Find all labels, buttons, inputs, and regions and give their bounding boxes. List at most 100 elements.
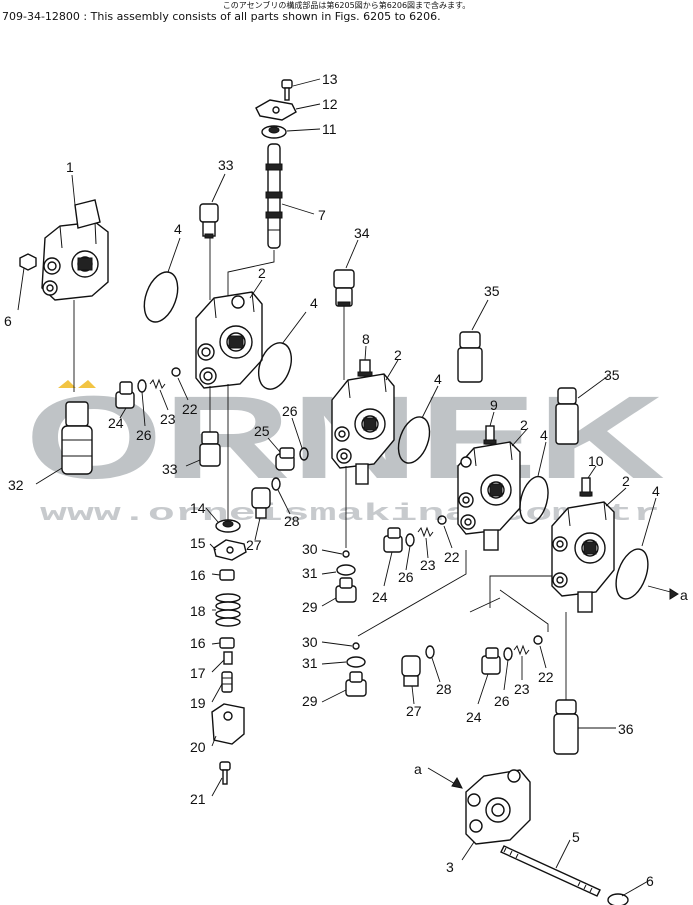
leader-17 — [211, 659, 225, 673]
part-ball-22b — [437, 515, 447, 525]
callout-6a: 6 — [4, 313, 12, 329]
callout-33a: 33 — [218, 157, 234, 173]
callout-22b: 22 — [444, 549, 460, 565]
callout-35b: 35 — [604, 367, 620, 383]
callout-labels: 1 6 32 13 12 11 7 33 4 2 4 34 8 2 4 35 9… — [4, 71, 688, 889]
leader-26b — [291, 417, 303, 449]
callout-33b: 33 — [162, 461, 178, 477]
callout-ref-a-out: a — [680, 587, 688, 603]
callout-2b: 2 — [394, 347, 402, 363]
leader-13 — [292, 78, 321, 87]
part-plug-29b — [345, 671, 367, 697]
leader-33a — [211, 173, 226, 203]
callout-19: 19 — [190, 695, 206, 711]
leader-10 — [587, 465, 597, 479]
leader-19 — [211, 683, 223, 703]
callout-36: 36 — [618, 721, 634, 737]
ref-arrow-a-in-head — [451, 776, 463, 789]
callout-27b: 27 — [406, 703, 422, 719]
leader-25 — [267, 437, 281, 453]
leader-4a — [167, 237, 181, 273]
part-plug-24b — [383, 527, 403, 553]
leader-31b — [321, 661, 347, 665]
leader-16a — [211, 573, 221, 576]
callout-34: 34 — [354, 225, 370, 241]
part-plug-24c — [481, 647, 501, 675]
leader-26d — [503, 659, 509, 691]
callout-6b: 6 — [646, 873, 654, 889]
callout-7: 7 — [318, 207, 326, 223]
leader-12 — [295, 103, 321, 110]
callout-24a: 24 — [108, 415, 124, 431]
leader-27a — [254, 517, 261, 541]
leader-27b — [411, 685, 415, 705]
callout-10: 10 — [588, 453, 604, 469]
part-fitting-10 — [579, 477, 593, 497]
part-o-ring-4d — [519, 475, 549, 525]
part-valve-section-2b — [331, 373, 395, 485]
leader-4e — [641, 497, 657, 547]
callout-24b: 24 — [372, 589, 388, 605]
part-o-ring-31b — [346, 656, 366, 668]
part-o-ring-31a — [336, 564, 356, 576]
callout-12: 12 — [322, 96, 338, 112]
part-bolt-13 — [281, 79, 293, 101]
callout-26c: 26 — [398, 569, 414, 585]
part-plug-29a — [335, 577, 357, 603]
leader-5 — [555, 839, 571, 869]
callout-4c: 4 — [434, 371, 442, 387]
callout-16a: 16 — [190, 567, 206, 583]
leader-lower-path — [357, 550, 467, 637]
part-valve-35b — [555, 387, 579, 445]
callout-4e: 4 — [652, 483, 660, 499]
callout-29b: 29 — [302, 693, 318, 709]
part-retainer-16b — [219, 637, 235, 649]
part-retainer-16a — [219, 569, 235, 581]
callout-22c: 22 — [538, 669, 554, 685]
leader-6a — [17, 267, 25, 311]
leader-32 — [35, 467, 63, 485]
leader-4c — [421, 385, 439, 419]
callout-23b: 23 — [420, 557, 436, 573]
callout-4a: 4 — [174, 221, 182, 237]
part-o-ring-4a — [143, 271, 179, 323]
callout-26b: 26 — [282, 403, 298, 419]
leader-33b — [185, 459, 201, 467]
leader-35a — [471, 299, 489, 331]
part-plug-27b — [401, 655, 421, 687]
leader-24c — [477, 673, 489, 705]
part-fitting-8 — [357, 359, 373, 377]
part-spring-18 — [215, 593, 241, 627]
part-plug-24a — [115, 381, 135, 409]
callout-20: 20 — [190, 739, 206, 755]
part-valve-section-2a — [195, 291, 263, 389]
leader-20 — [211, 735, 217, 747]
part-ball-22a — [171, 367, 181, 377]
part-screw-19 — [221, 671, 233, 693]
leader-16b — [211, 642, 221, 645]
part-plug-27a — [251, 487, 271, 519]
leader-4b — [281, 311, 307, 345]
part-nut-6b — [607, 893, 629, 905]
part-end-cover-3 — [465, 769, 531, 845]
leader-24b — [383, 551, 393, 587]
leader-22b — [443, 525, 453, 549]
watermark-accent — [58, 380, 96, 388]
part-spring-23a — [149, 378, 166, 390]
callout-23a: 23 — [160, 411, 176, 427]
leader-28a — [277, 489, 291, 515]
leader-4d — [537, 441, 547, 477]
header-japanese-note: このアセンブリの構成部品は第6205図から第6206図まで含みます。 — [222, 1, 471, 10]
leader-22c — [539, 645, 547, 669]
part-valve-33-top — [199, 203, 219, 239]
leader-2a — [249, 279, 263, 299]
part-ball-22c — [533, 635, 543, 645]
part-plate-15 — [213, 539, 247, 561]
part-tie-bolt-5 — [500, 845, 601, 897]
callout-21: 21 — [190, 791, 206, 807]
part-o-ring-28a — [271, 477, 281, 491]
callout-4d: 4 — [540, 427, 548, 443]
callout-ref-a-in: a — [414, 761, 422, 777]
part-seal-11 — [261, 125, 287, 139]
